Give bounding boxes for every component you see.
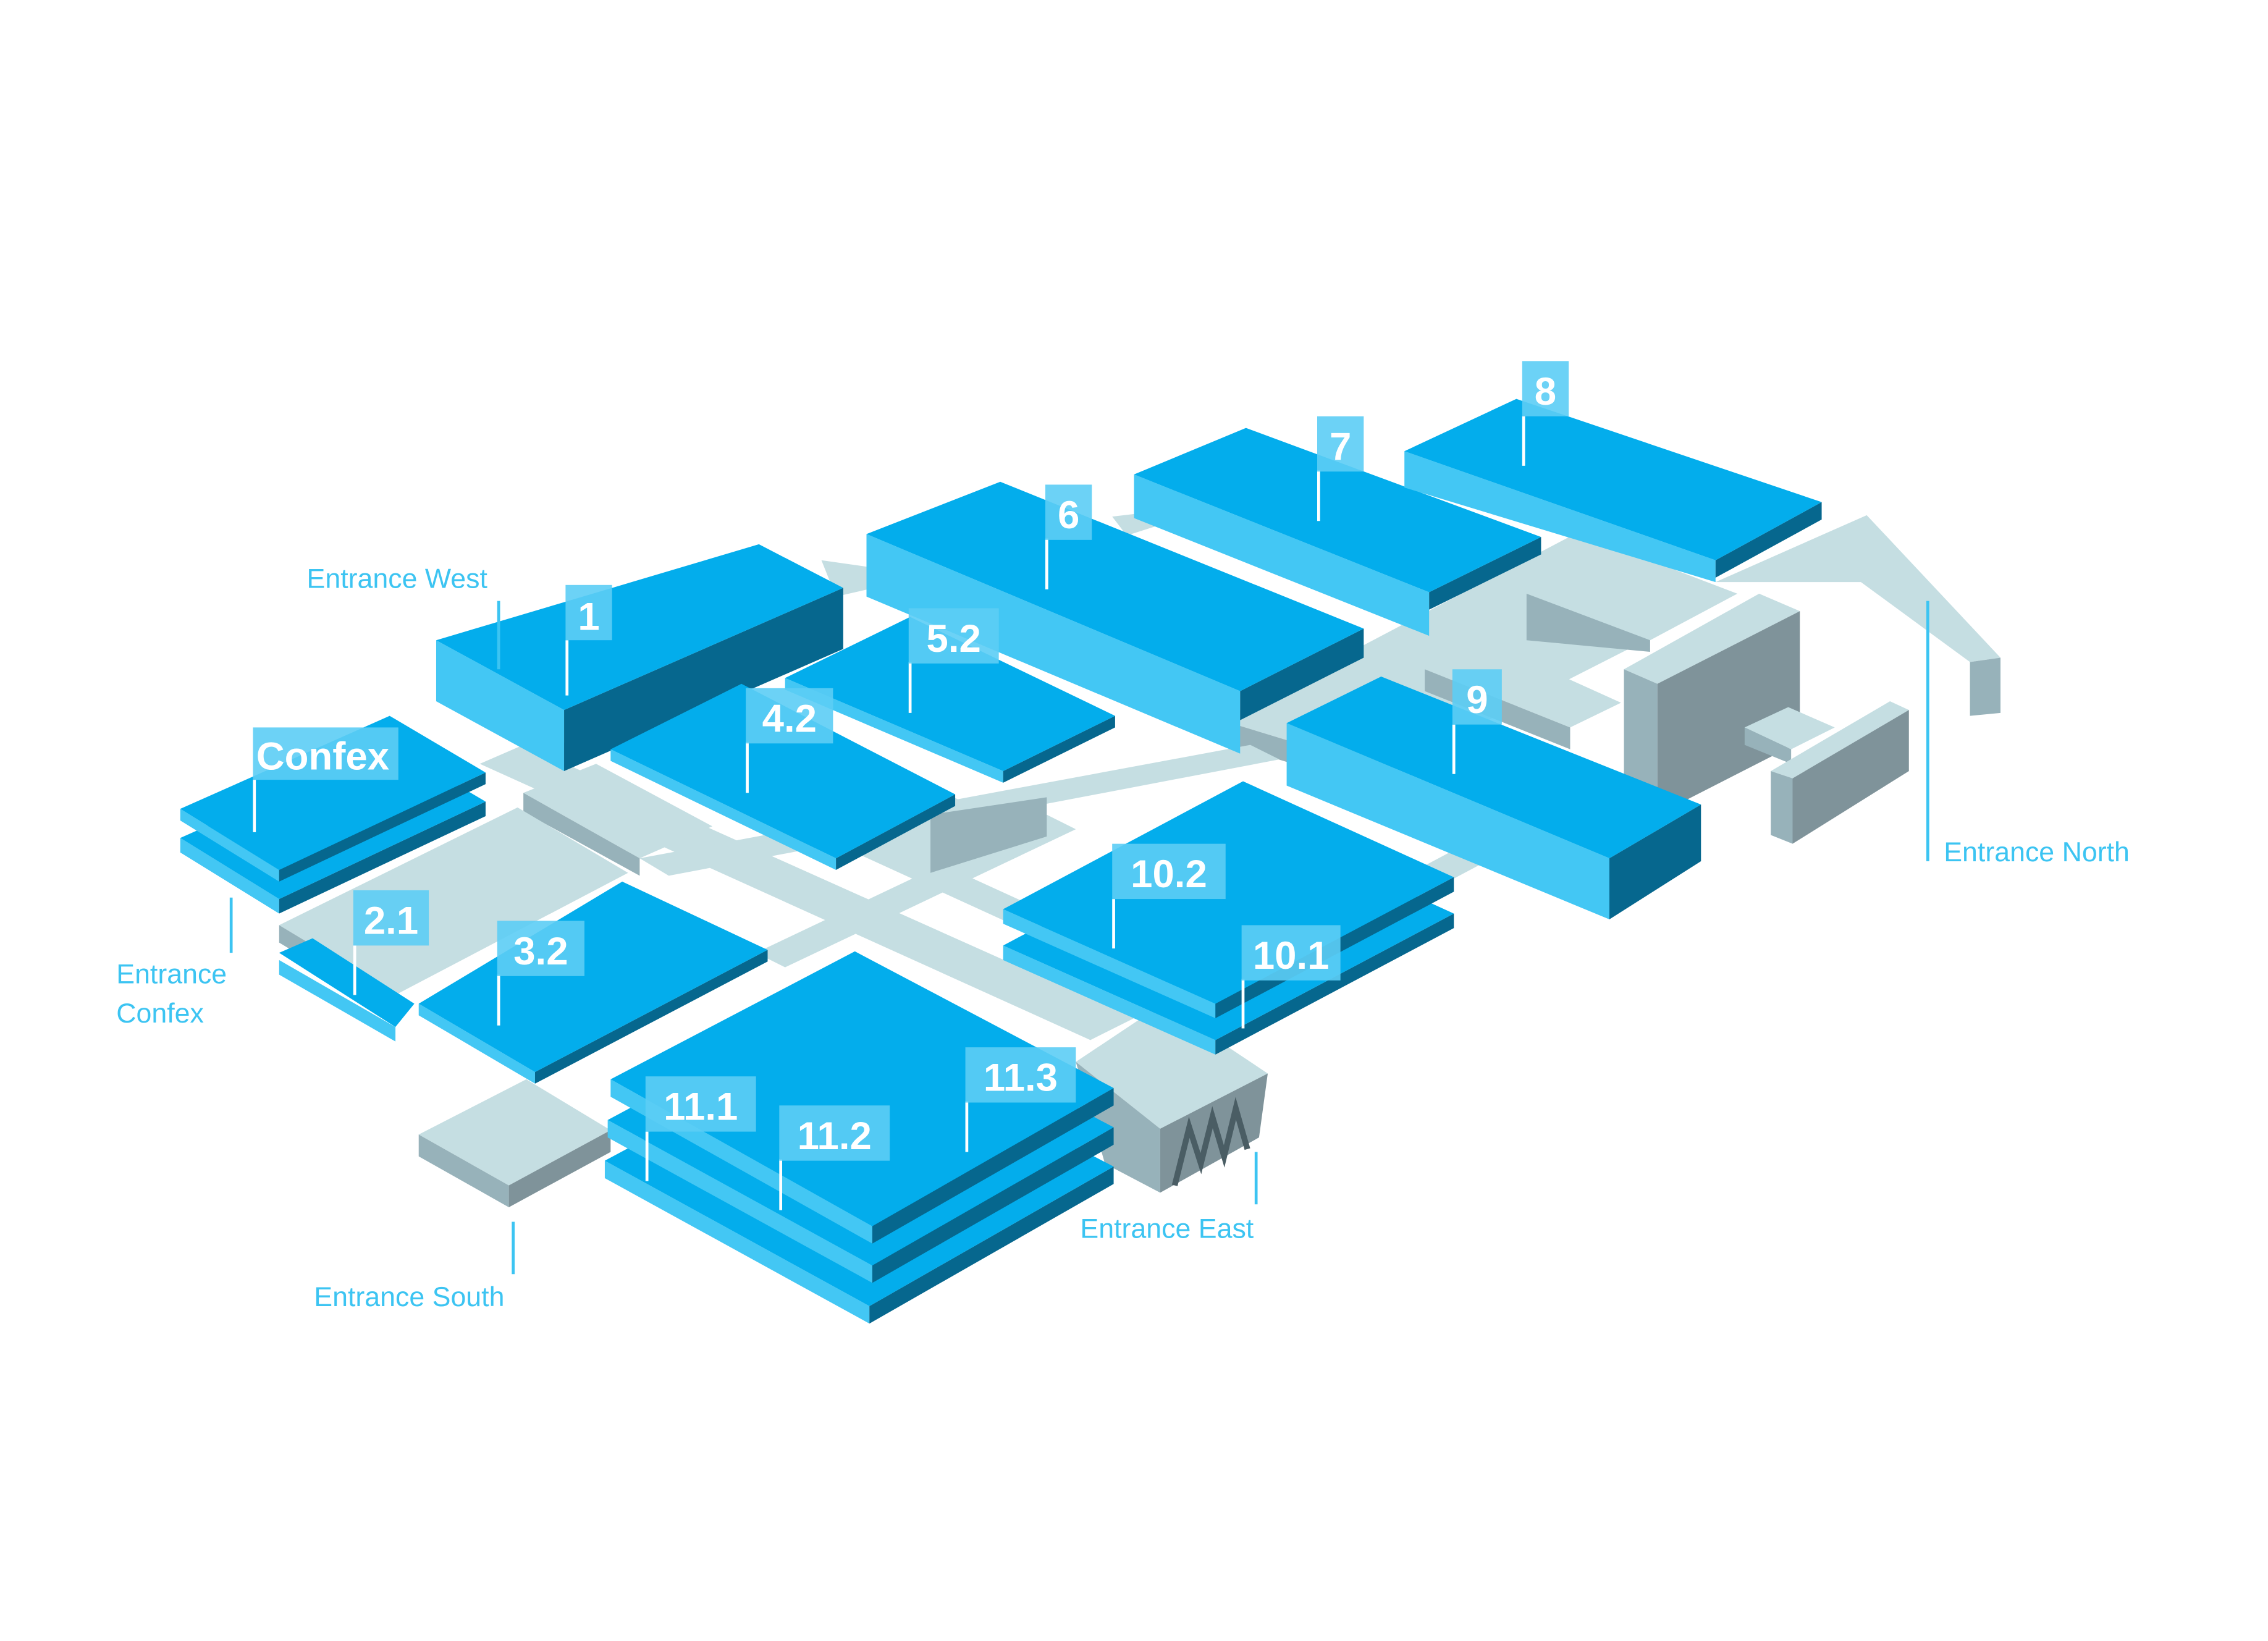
label-hall-11-1: 11.1 bbox=[664, 1085, 738, 1129]
label-hall-8: 8 bbox=[1535, 369, 1556, 413]
entrance-confex-label-1: Entrance bbox=[116, 960, 227, 990]
hall-confex[interactable] bbox=[180, 715, 486, 914]
label-hall-2-1: 2.1 bbox=[364, 899, 418, 943]
entrance-west-label: Entrance West bbox=[307, 563, 488, 594]
entrance-confex-label-2: Confex bbox=[116, 998, 204, 1029]
hall-labels: 1 6 7 8 9 5.2 4.2 Confex 2.1 3.2 10.2 10… bbox=[253, 361, 1569, 1210]
hall-5-2[interactable] bbox=[785, 617, 1115, 783]
hall-2-1[interactable] bbox=[279, 938, 415, 1042]
hall-4-2[interactable] bbox=[610, 683, 956, 871]
hall-8[interactable] bbox=[1404, 399, 1822, 583]
entrance-south-block bbox=[418, 1079, 611, 1186]
label-hall-10-1: 10.1 bbox=[1253, 934, 1330, 977]
hall-3-2[interactable] bbox=[418, 881, 768, 1084]
label-hall-10-2: 10.2 bbox=[1131, 852, 1207, 896]
label-hall-3-2: 3.2 bbox=[513, 929, 568, 973]
label-hall-6: 6 bbox=[1058, 493, 1079, 537]
hall-9[interactable] bbox=[1286, 677, 1701, 920]
hall-7[interactable] bbox=[1134, 428, 1541, 636]
entrance-east-building bbox=[1076, 1003, 1268, 1129]
label-hall-7: 7 bbox=[1330, 424, 1351, 468]
label-hall-1: 1 bbox=[578, 595, 599, 639]
label-confex: Confex bbox=[256, 735, 389, 778]
label-hall-9: 9 bbox=[1466, 678, 1488, 722]
hall-2-1-platform bbox=[279, 807, 628, 995]
label-hall-4-2: 4.2 bbox=[762, 696, 817, 740]
entrance-east-label: Entrance East bbox=[1080, 1213, 1254, 1244]
hall-6[interactable] bbox=[866, 481, 1364, 754]
entrance-east-arches bbox=[1171, 1097, 1250, 1186]
label-hall-11-2: 11.2 bbox=[798, 1114, 872, 1158]
entrance-labels: Entrance West Entrance Confex Entrance S… bbox=[116, 563, 2130, 1312]
label-hall-5-2: 5.2 bbox=[927, 617, 981, 660]
entrance-south-label: Entrance South bbox=[314, 1282, 504, 1312]
hall-1[interactable] bbox=[436, 544, 843, 771]
label-hall-11-3: 11.3 bbox=[984, 1056, 1058, 1100]
entrance-north-label: Entrance North bbox=[1944, 837, 2130, 867]
